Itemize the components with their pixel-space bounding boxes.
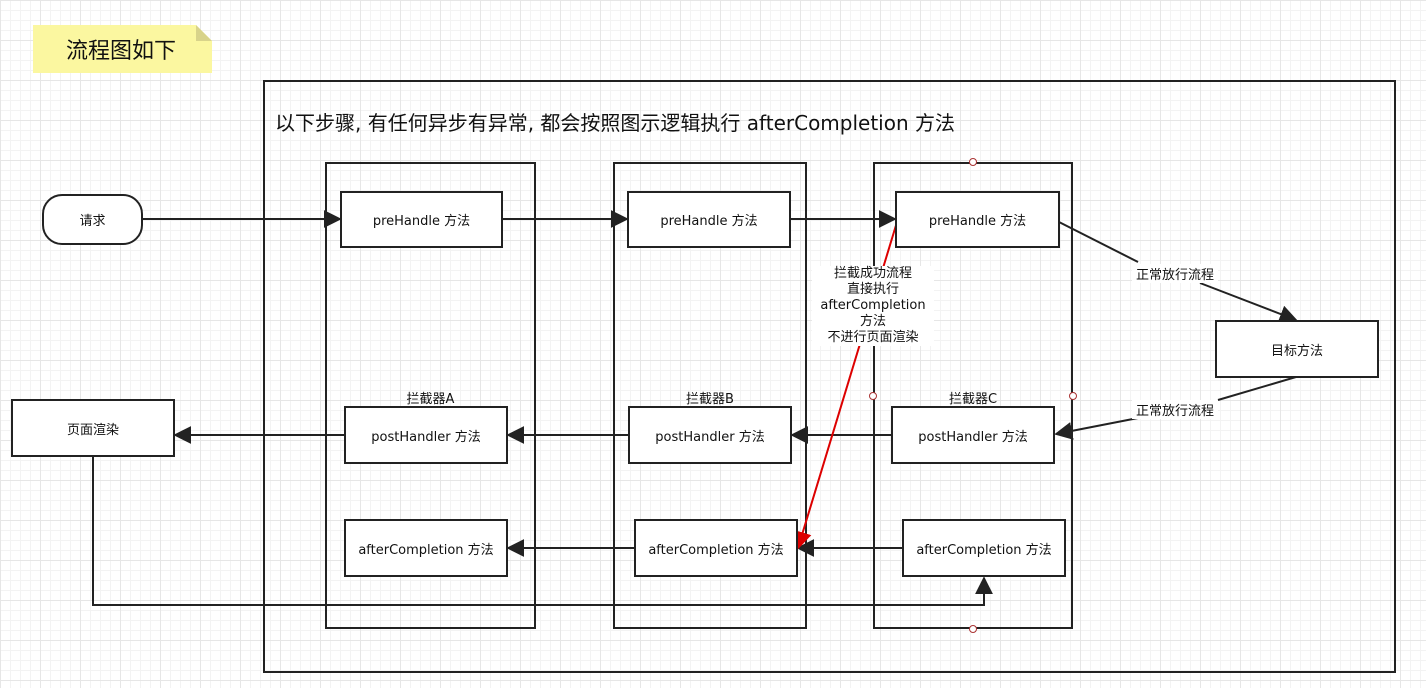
interceptor-b-post[interactable]: postHandler 方法: [628, 406, 792, 464]
interceptor-b-post-label: postHandler 方法: [655, 429, 765, 445]
edge-label-normal-pass-2: 正常放行流程: [1132, 400, 1219, 419]
intercept-line-4: 方法: [859, 314, 886, 329]
interceptor-c-pre[interactable]: preHandle 方法: [895, 191, 1060, 248]
interceptor-b-pre[interactable]: preHandle 方法: [627, 191, 791, 248]
interceptor-b-after-label: afterCompletion 方法: [648, 542, 784, 558]
request-node[interactable]: 请求: [42, 194, 143, 245]
edge-label-normal-pass-1: 正常放行流程: [1132, 264, 1219, 283]
interceptor-c-after-label: afterCompletion 方法: [916, 542, 1052, 558]
interceptor-a-post[interactable]: postHandler 方法: [344, 406, 508, 464]
intercept-line-3: afterCompletion: [820, 298, 926, 313]
outer-container[interactable]: [263, 80, 1396, 673]
interceptor-a-frame[interactable]: [325, 162, 536, 629]
interceptor-b-after[interactable]: afterCompletion 方法: [634, 519, 798, 577]
interceptor-a-name: 拦截器A: [406, 392, 455, 407]
render-node[interactable]: 页面渲染: [11, 399, 175, 457]
render-label: 页面渲染: [66, 422, 119, 438]
note-fold: [196, 25, 212, 41]
target-label: 目标方法: [1270, 343, 1323, 359]
interceptor-c-after[interactable]: afterCompletion 方法: [902, 519, 1066, 577]
interceptor-c-pre-label: preHandle 方法: [928, 214, 1027, 229]
intercept-line-5: 不进行页面渲染: [827, 330, 919, 345]
request-label: 请求: [79, 214, 106, 229]
interceptor-a-after[interactable]: afterCompletion 方法: [344, 519, 508, 577]
interceptor-a-pre[interactable]: preHandle 方法: [340, 191, 503, 248]
interceptor-c-name: 拦截器C: [948, 392, 998, 407]
interceptor-a-after-label: afterCompletion 方法: [358, 542, 494, 558]
container-caption: 以下步骤, 有任何异步有异常, 都会按照图示逻辑执行 afterCompleti…: [275, 111, 956, 135]
intercept-line-2: 直接执行: [846, 282, 899, 297]
interceptor-b-pre-label: preHandle 方法: [660, 214, 758, 229]
interceptor-c-post-label: postHandler 方法: [918, 429, 1028, 445]
target-node[interactable]: 目标方法: [1215, 320, 1379, 378]
intercept-line-1: 拦截成功流程: [833, 266, 912, 281]
sticky-note: 流程图如下: [33, 25, 212, 73]
interceptor-a-pre-label: preHandle 方法: [372, 214, 471, 229]
note-title: 流程图如下: [66, 39, 177, 64]
edge-label-intercept: 拦截成功流程 直接执行 afterCompletion 方法 不进行页面渲染: [812, 266, 934, 346]
interceptor-b-name: 拦截器B: [686, 392, 734, 407]
interceptor-a-post-label: postHandler 方法: [371, 429, 481, 445]
interceptor-c-post[interactable]: postHandler 方法: [891, 406, 1055, 464]
